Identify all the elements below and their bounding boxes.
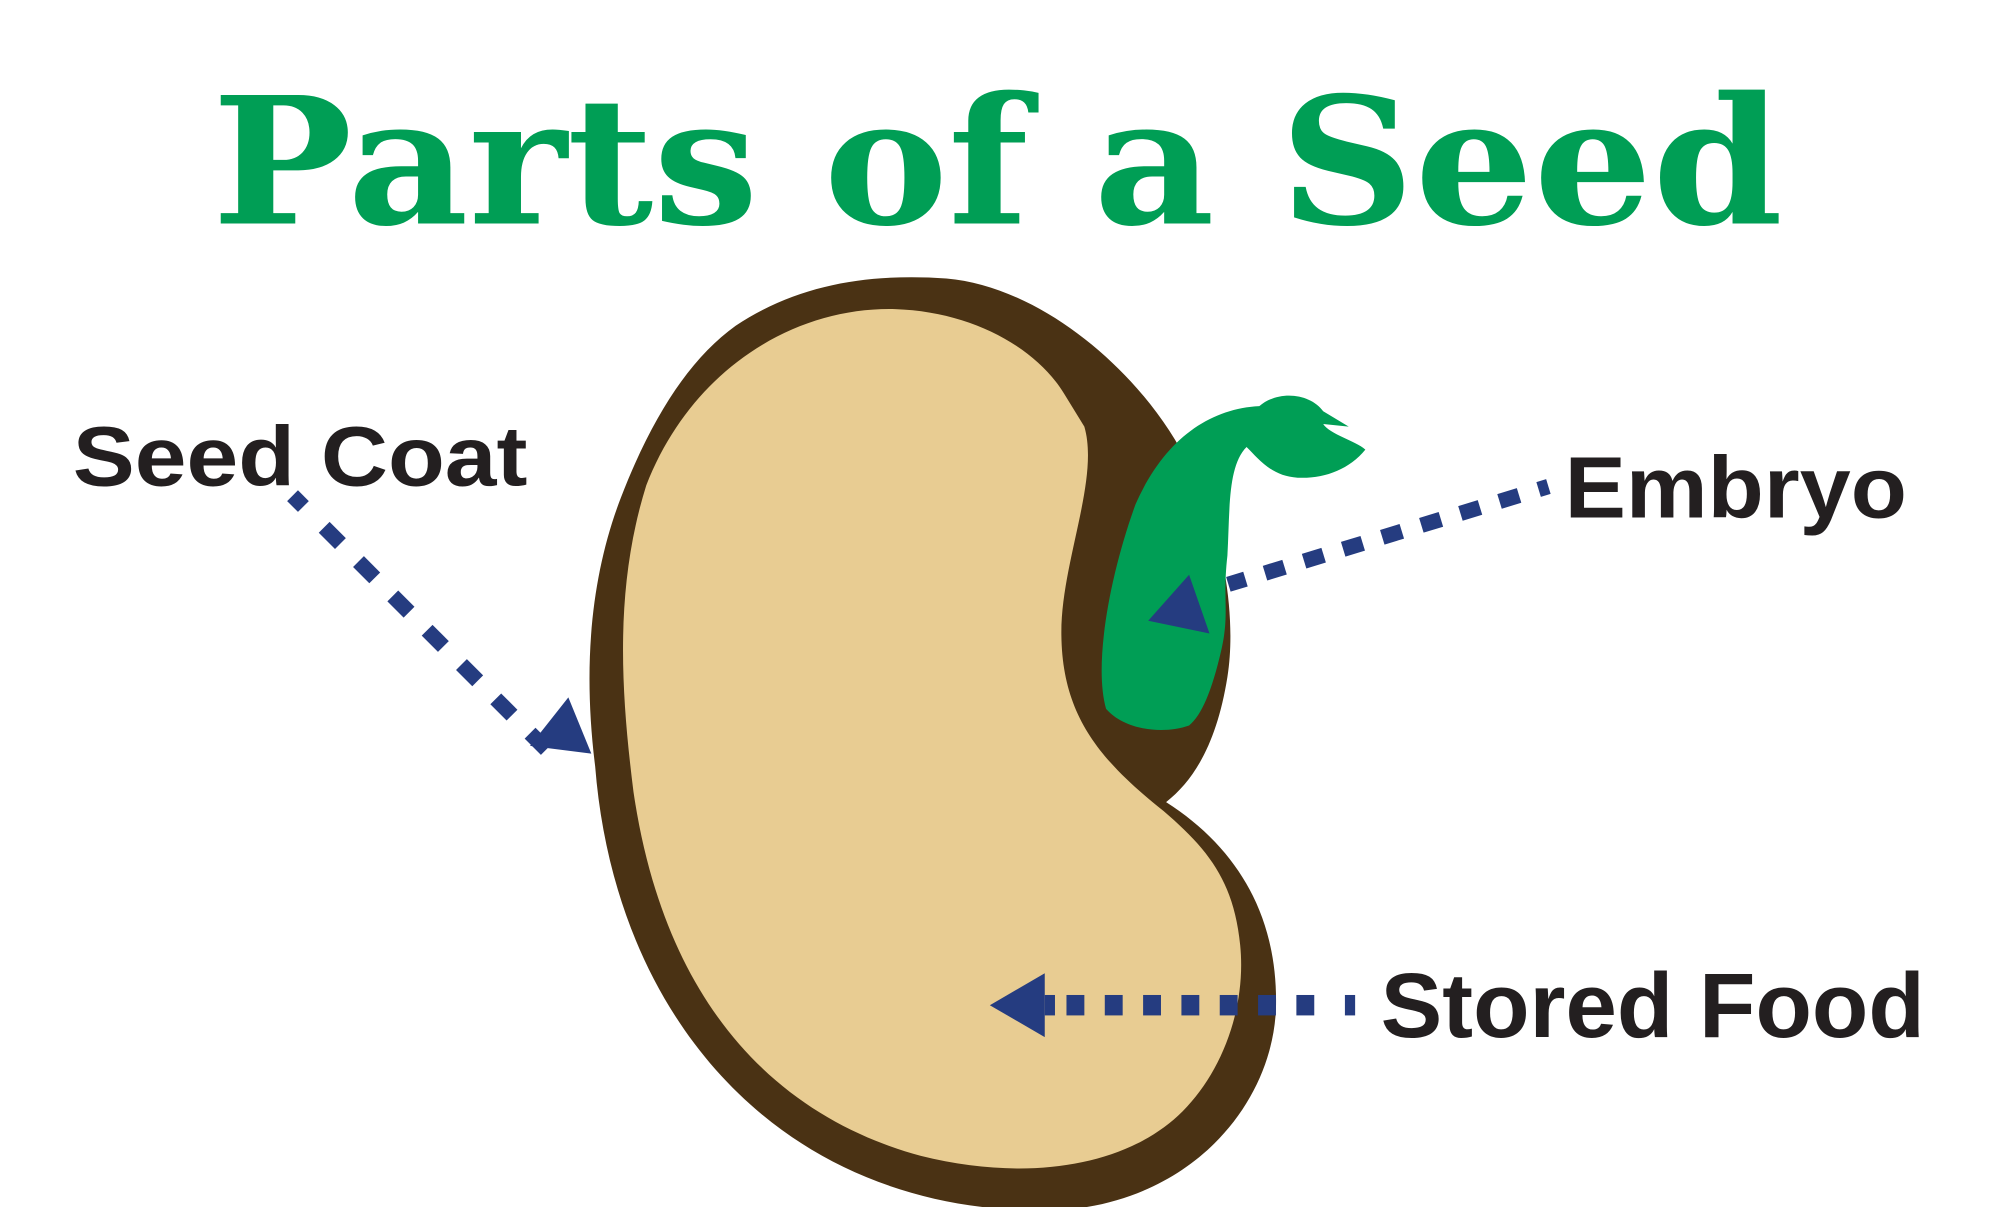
stored-food-shape: [623, 309, 1242, 1169]
stored-food-arrow: [989, 973, 1356, 1038]
label-embryo: Embryo: [1565, 439, 1907, 536]
embryo-shape: [1101, 395, 1366, 730]
seed-coat-arrow: [287, 490, 592, 755]
embryo-arrow: [1148, 479, 1551, 634]
label-seed-coat: Seed Coat: [73, 409, 528, 503]
label-stored-food: Stored Food: [1381, 955, 1925, 1057]
page-title: Parts of a Seed: [212, 58, 1783, 266]
